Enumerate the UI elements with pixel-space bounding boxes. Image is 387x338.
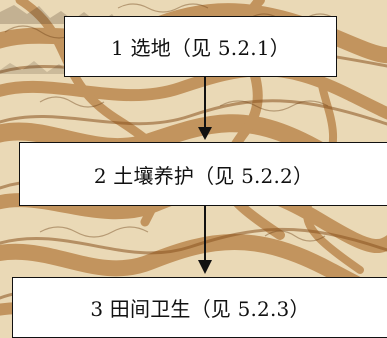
step-2-box: 2 土壤养护（见 5.2.2） (19, 142, 387, 206)
step-3-box: 3 田间卫生（见 5.2.3） (12, 277, 387, 338)
step-3-label: 3 田间卫生（见 5.2.3） (90, 297, 310, 321)
step-1-box: 1 选地（见 5.2.1） (64, 16, 337, 77)
step-2-label: 2 土壤养护（见 5.2.2） (93, 163, 314, 188)
step-1-label: 1 选地（见 5.2.1） (111, 36, 290, 60)
